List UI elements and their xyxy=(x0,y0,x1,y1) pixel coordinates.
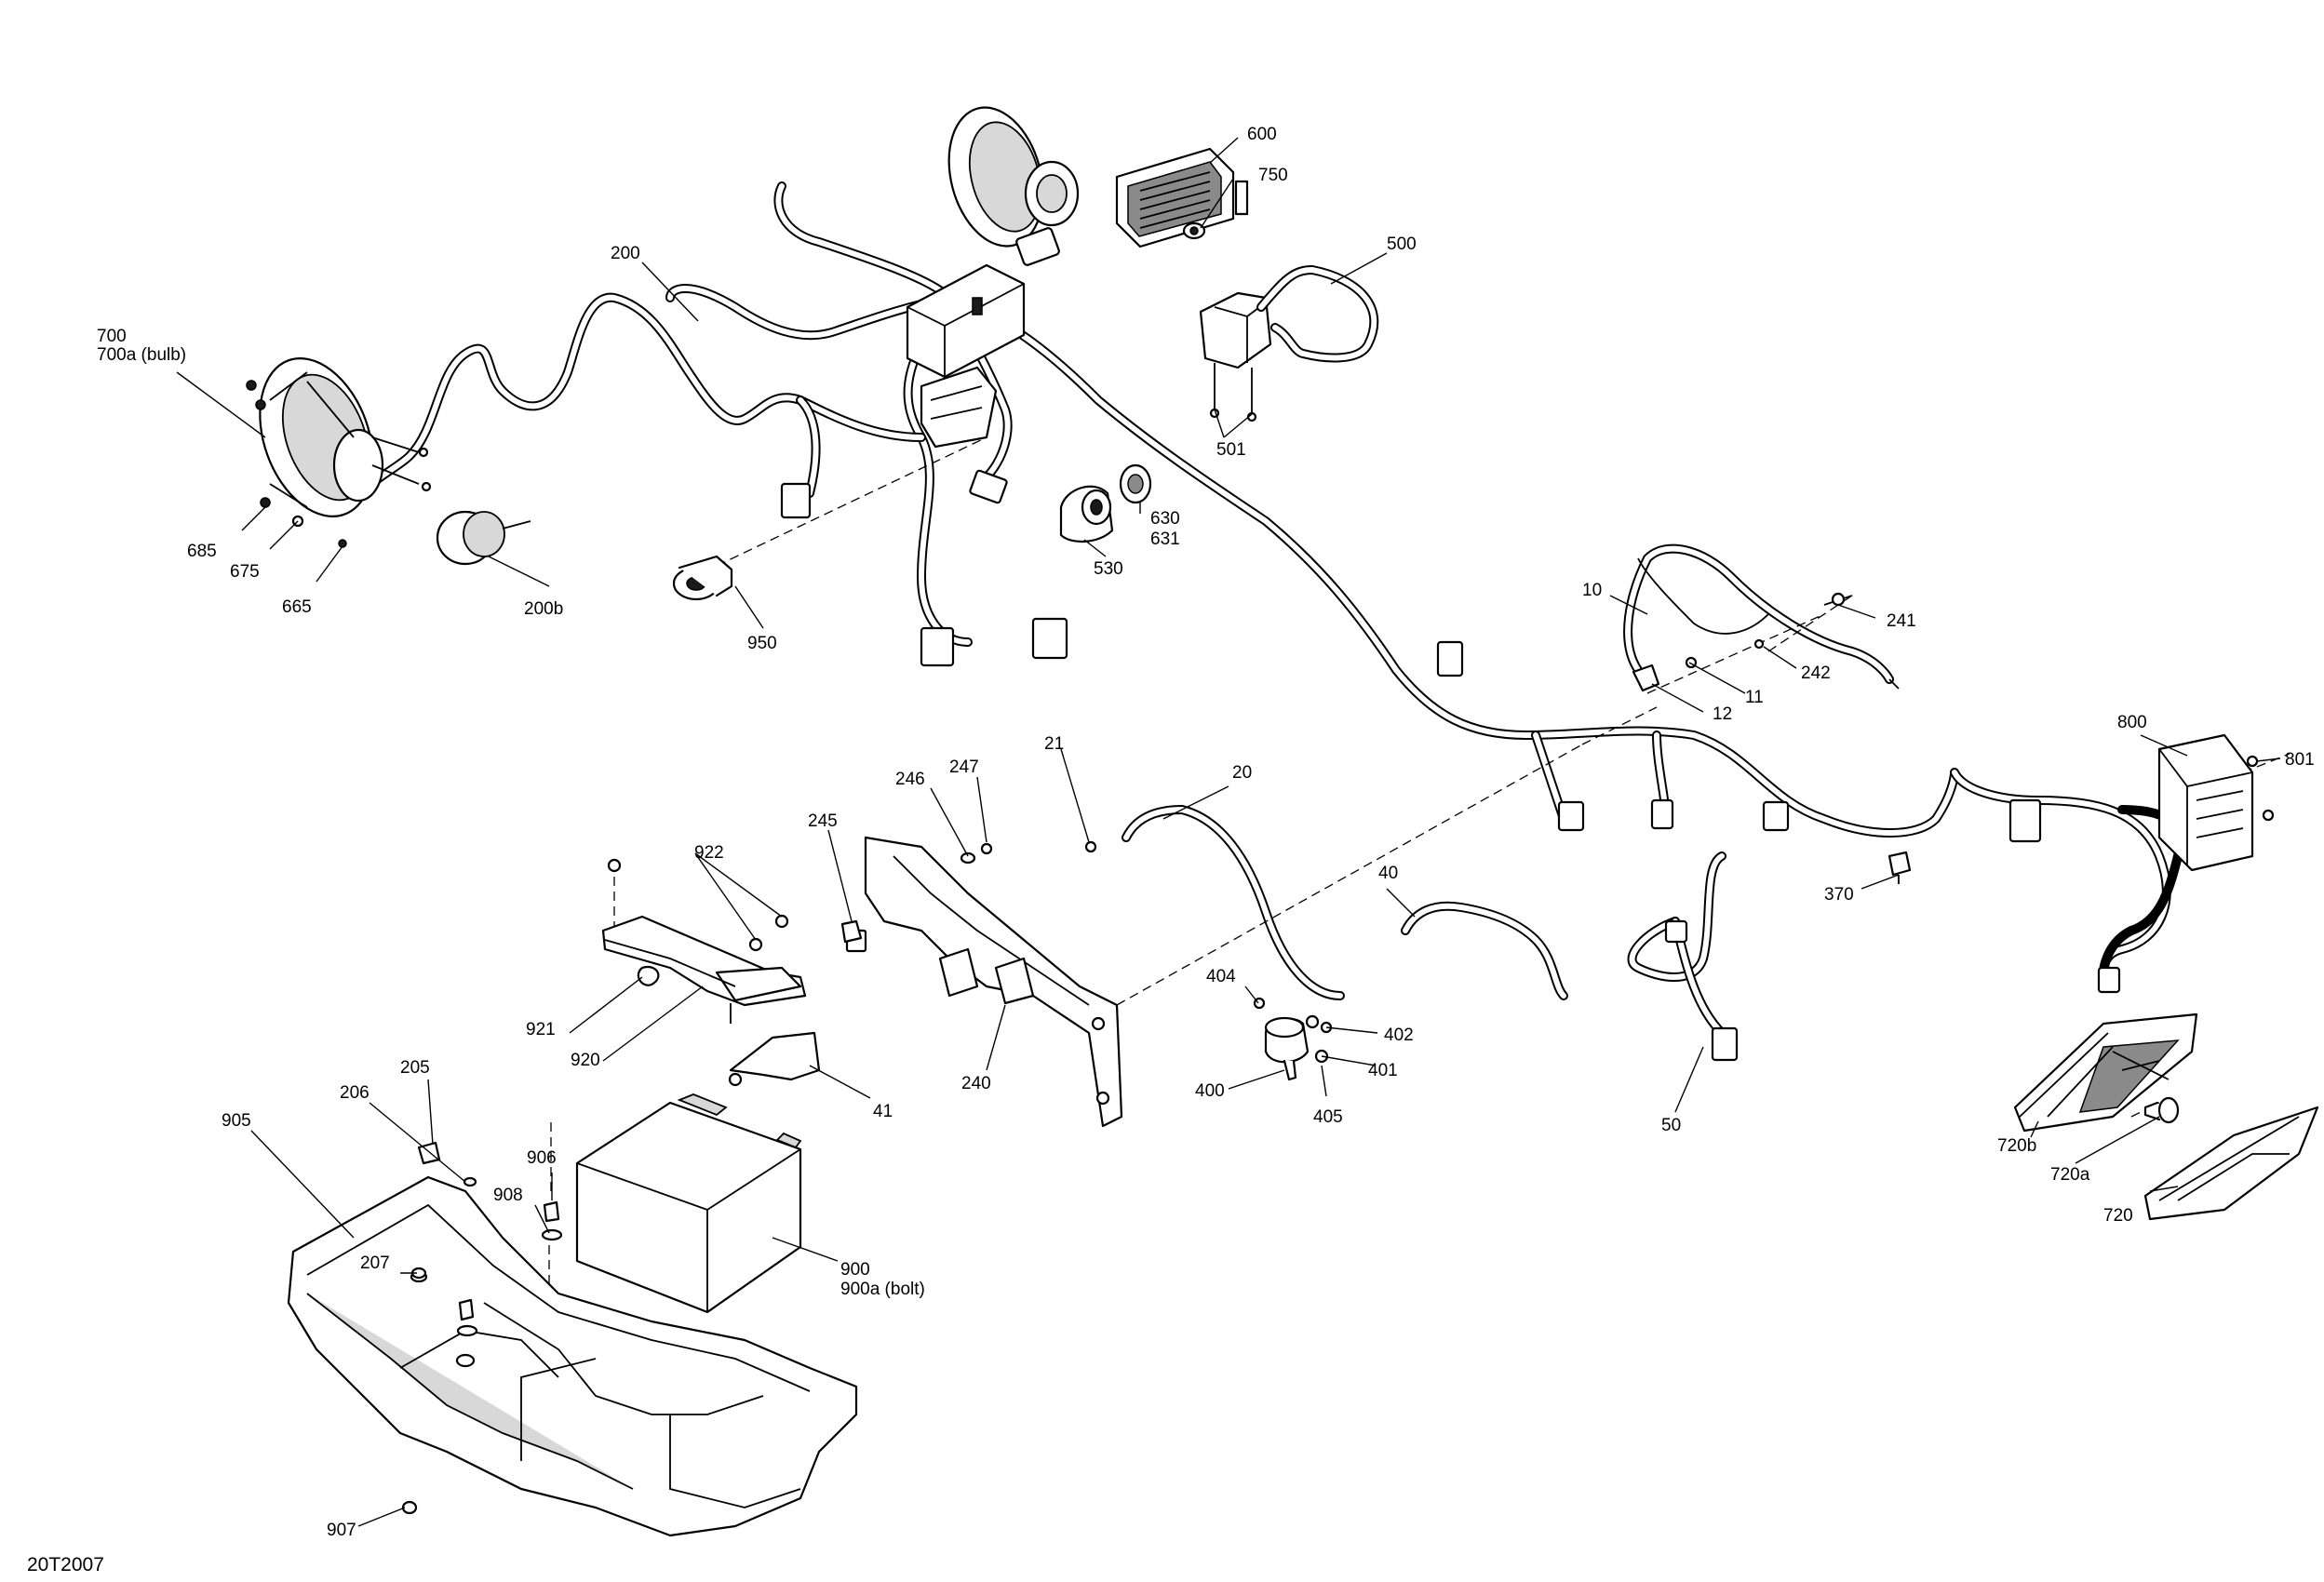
callout-922: 922 xyxy=(694,843,724,863)
screw-21 xyxy=(1084,840,1097,853)
nut-246-247 xyxy=(960,842,993,865)
bulb-720a xyxy=(2143,1096,2180,1124)
harness-10 xyxy=(1623,543,1894,684)
small-hardware-upper-right xyxy=(1632,592,1900,692)
callout-921: 921 xyxy=(526,1020,556,1039)
cable-20 xyxy=(1122,805,1345,1000)
solenoid-400 xyxy=(1253,997,1333,1081)
callout-242: 242 xyxy=(1801,664,1831,683)
headlight-center xyxy=(947,106,1080,248)
callout-21: 21 xyxy=(1044,734,1064,754)
callout-600: 600 xyxy=(1247,125,1277,144)
callout-908: 908 xyxy=(493,1186,523,1205)
callout-900a: 900a (bolt) xyxy=(840,1280,925,1299)
callout-12: 12 xyxy=(1713,704,1732,724)
screw-750 xyxy=(1182,221,1206,240)
callout-530: 530 xyxy=(1094,559,1123,579)
callout-206: 206 xyxy=(340,1083,369,1103)
callout-720: 720 xyxy=(2103,1206,2133,1226)
bracket-240 xyxy=(864,836,1123,1128)
switch-530 xyxy=(1059,485,1114,543)
taillight-720b xyxy=(2013,1012,2198,1133)
terminal-41 xyxy=(728,1031,821,1087)
callout-370: 370 xyxy=(1824,885,1854,905)
callout-900: 900 xyxy=(840,1260,870,1280)
nut-206 xyxy=(463,1176,477,1187)
callout-800: 800 xyxy=(2117,713,2147,732)
callout-402: 402 xyxy=(1384,1026,1414,1045)
callout-720b: 720b xyxy=(1997,1136,2036,1156)
callout-400: 400 xyxy=(1195,1081,1225,1101)
lens-720 xyxy=(2143,1106,2319,1221)
callout-200: 200 xyxy=(611,244,640,263)
figure-code: 20T2007 xyxy=(27,1554,104,1575)
callout-401: 401 xyxy=(1368,1061,1398,1080)
callout-241: 241 xyxy=(1887,611,1916,631)
leader-lines xyxy=(176,137,2281,1527)
callout-905: 905 xyxy=(222,1111,251,1131)
callout-501: 501 xyxy=(1216,440,1246,460)
callout-950: 950 xyxy=(747,634,777,653)
nut-907 xyxy=(401,1500,418,1515)
callout-404: 404 xyxy=(1206,967,1236,986)
callout-500: 500 xyxy=(1387,235,1417,254)
headlight-700 xyxy=(246,357,432,548)
battery-900 xyxy=(575,1093,802,1314)
connector-630 xyxy=(1119,463,1152,504)
callout-907: 907 xyxy=(327,1521,356,1540)
callout-20: 20 xyxy=(1232,763,1252,783)
harness-connectors xyxy=(780,469,2121,1062)
callout-920: 920 xyxy=(571,1051,600,1070)
bulb-cover-200b xyxy=(436,510,531,566)
outlet-950 xyxy=(672,555,733,601)
clip-370 xyxy=(1887,851,1912,884)
bolt-906-908 xyxy=(456,1200,563,1337)
callout-40: 40 xyxy=(1378,864,1398,883)
callout-801: 801 xyxy=(2285,750,2315,770)
callout-405: 405 xyxy=(1313,1107,1343,1127)
callout-750: 750 xyxy=(1258,166,1288,185)
ecu-600 xyxy=(1115,147,1249,248)
harness-50 xyxy=(1627,851,1726,1038)
harness-200 xyxy=(368,292,926,498)
cable-40 xyxy=(1401,901,1568,1000)
callout-665: 665 xyxy=(282,597,312,617)
callout-906: 906 xyxy=(527,1148,557,1168)
callout-50: 50 xyxy=(1661,1116,1681,1135)
connector-cluster xyxy=(920,227,1060,449)
callout-41: 41 xyxy=(873,1102,893,1121)
callout-205: 205 xyxy=(400,1058,430,1078)
switch-500 xyxy=(1199,265,1379,422)
callout-246: 246 xyxy=(895,770,925,789)
callout-630: 630 xyxy=(1150,509,1180,529)
callout-207: 207 xyxy=(360,1254,390,1273)
callout-631: 631 xyxy=(1150,530,1180,549)
fuse-box xyxy=(906,263,1026,379)
callout-200b: 200b xyxy=(524,599,563,619)
bracket-920 xyxy=(601,858,807,1024)
callout-675: 675 xyxy=(230,562,260,582)
callout-labels: 700 700a (bulb) 685 675 665 200 200b 950… xyxy=(97,125,2315,1540)
callout-11: 11 xyxy=(1745,688,1764,707)
callout-720a: 720a xyxy=(2050,1165,2090,1185)
module-800 xyxy=(2157,733,2275,872)
callout-247: 247 xyxy=(949,757,979,777)
callout-700a: 700a (bulb) xyxy=(97,345,186,365)
clip-245 xyxy=(840,919,863,944)
callout-240: 240 xyxy=(961,1074,991,1093)
callout-10: 10 xyxy=(1582,581,1602,600)
battery-tray-905 xyxy=(287,1175,858,1537)
callout-685: 685 xyxy=(187,542,217,561)
callout-700: 700 xyxy=(97,327,127,346)
callout-245: 245 xyxy=(808,811,838,831)
